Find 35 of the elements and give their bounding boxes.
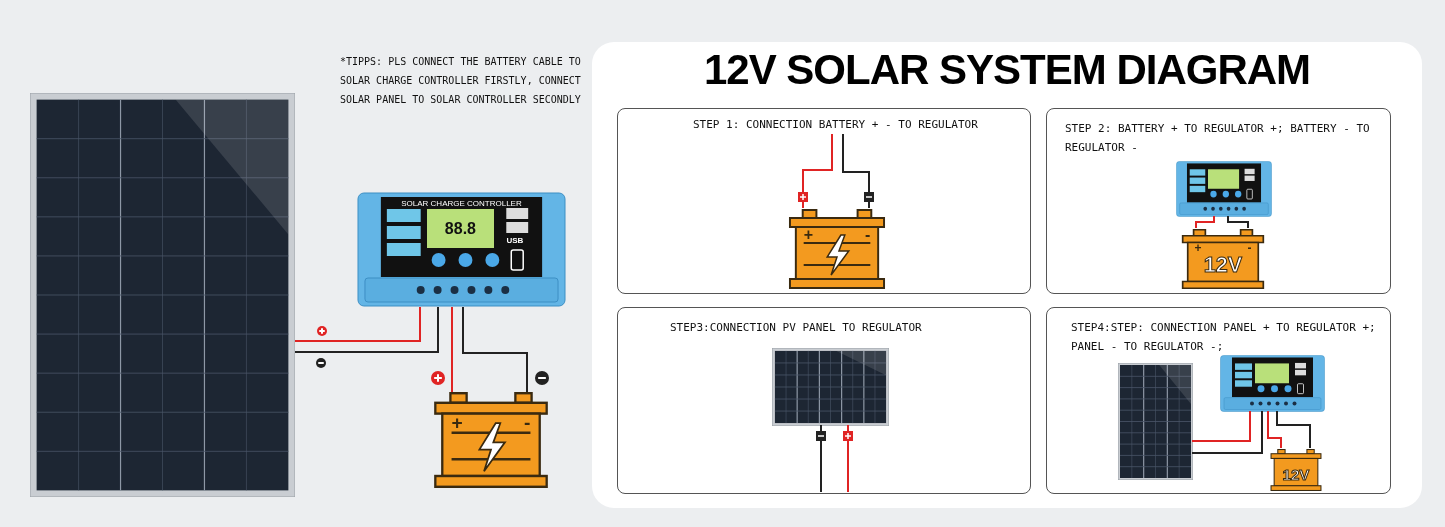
diagram-title: 12V SOLAR SYSTEM DIAGRAM [702,46,1312,94]
step-instruction: STEP 1: CONNECTION BATTERY + - TO REGULATOR [693,117,978,133]
polarity-mark: - [865,226,871,243]
voltage-label: 12V [1202,254,1244,276]
usb-label: USB [506,235,524,245]
polarity-mark: + [451,413,463,433]
cable [1227,215,1249,229]
step-instruction: STEP 2: BATTERY + TO REGULATOR +; BATTERY - TO REGULATOR - [1065,121,1371,156]
step-instruction: STEP3:CONNECTION PV PANEL TO REGULATOR [670,320,922,336]
cable [462,306,528,393]
cable [451,306,453,393]
device-label: SOLAR CHARGE CONTROLLER [400,198,523,208]
voltage-label: 12V [1281,466,1311,482]
cable [842,133,870,209]
cable [294,306,439,353]
step-box [617,108,1031,294]
step-instruction: STEP4:STEP: CONNECTION PANEL + TO REGULATOR +; PANEL - TO REGULATOR -; [1071,320,1377,355]
step-box [617,307,1031,494]
cable [294,306,421,342]
cable [1191,410,1263,454]
tip-note: *TIPPS: PLS CONNECT THE BATTERY CABLE TO SOLAR CHARGE CONTROLLER FIRSTLY, CONNECT SOLAR PANEL TO SOLAR CONTROLLER SECONDLY [340,55,582,107]
polarity-mark: - [1247,242,1252,255]
cable [820,424,822,493]
cable [802,133,833,209]
polarity-mark: + [803,226,813,243]
cable [1267,410,1282,449]
cable [1191,410,1251,442]
cable [1195,215,1215,229]
cable [847,424,849,493]
lcd-readout: 88.8 [427,209,494,249]
cable [1276,410,1311,449]
polarity-mark: + [1194,242,1202,255]
step-box [1046,307,1391,494]
step-box [1046,108,1391,294]
polarity-mark: - [524,413,531,433]
